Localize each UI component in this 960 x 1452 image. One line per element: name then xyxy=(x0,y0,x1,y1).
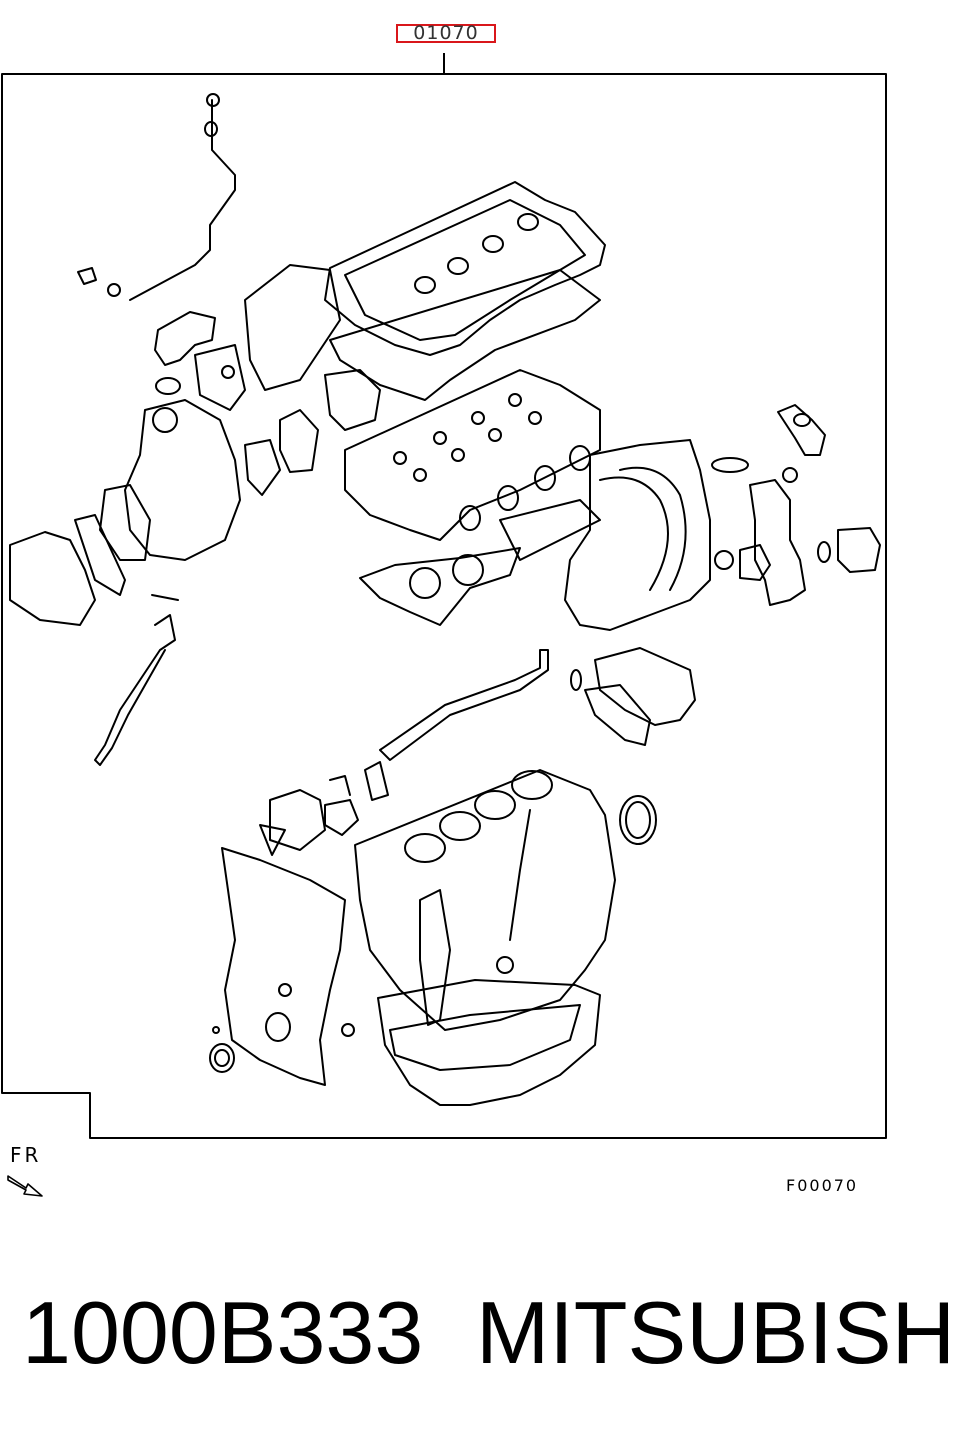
water-pipe xyxy=(364,647,696,801)
turbo-elbow xyxy=(154,311,246,411)
oil-level-gauge-tube xyxy=(94,594,179,766)
oil-feed-pipe xyxy=(77,93,236,301)
head-gasket xyxy=(359,547,521,626)
cylinder-block xyxy=(354,769,616,1031)
throttle-body-parts xyxy=(711,404,881,606)
intake-pipe xyxy=(244,264,381,496)
exhaust-manifold xyxy=(9,399,241,626)
cylinder-head xyxy=(344,369,601,541)
timing-chain-case xyxy=(221,847,346,1086)
direction-label: FR xyxy=(10,1143,42,1167)
part-number: 1000B333 xyxy=(22,1283,424,1382)
valve-cover-gasket xyxy=(329,269,601,401)
oil-seals xyxy=(209,795,657,1073)
diagram-frame xyxy=(1,73,887,1139)
intake-manifold xyxy=(499,439,711,631)
figure-code: F00070 xyxy=(786,1176,859,1195)
front-arrow-icon xyxy=(7,1175,43,1197)
water-outlet-parts xyxy=(259,775,359,856)
callout-leader-line xyxy=(443,53,445,74)
oil-pan xyxy=(377,979,601,1106)
callout-label[interactable]: 01070 xyxy=(396,24,496,43)
brand-name: MITSUBISHI xyxy=(476,1283,960,1382)
